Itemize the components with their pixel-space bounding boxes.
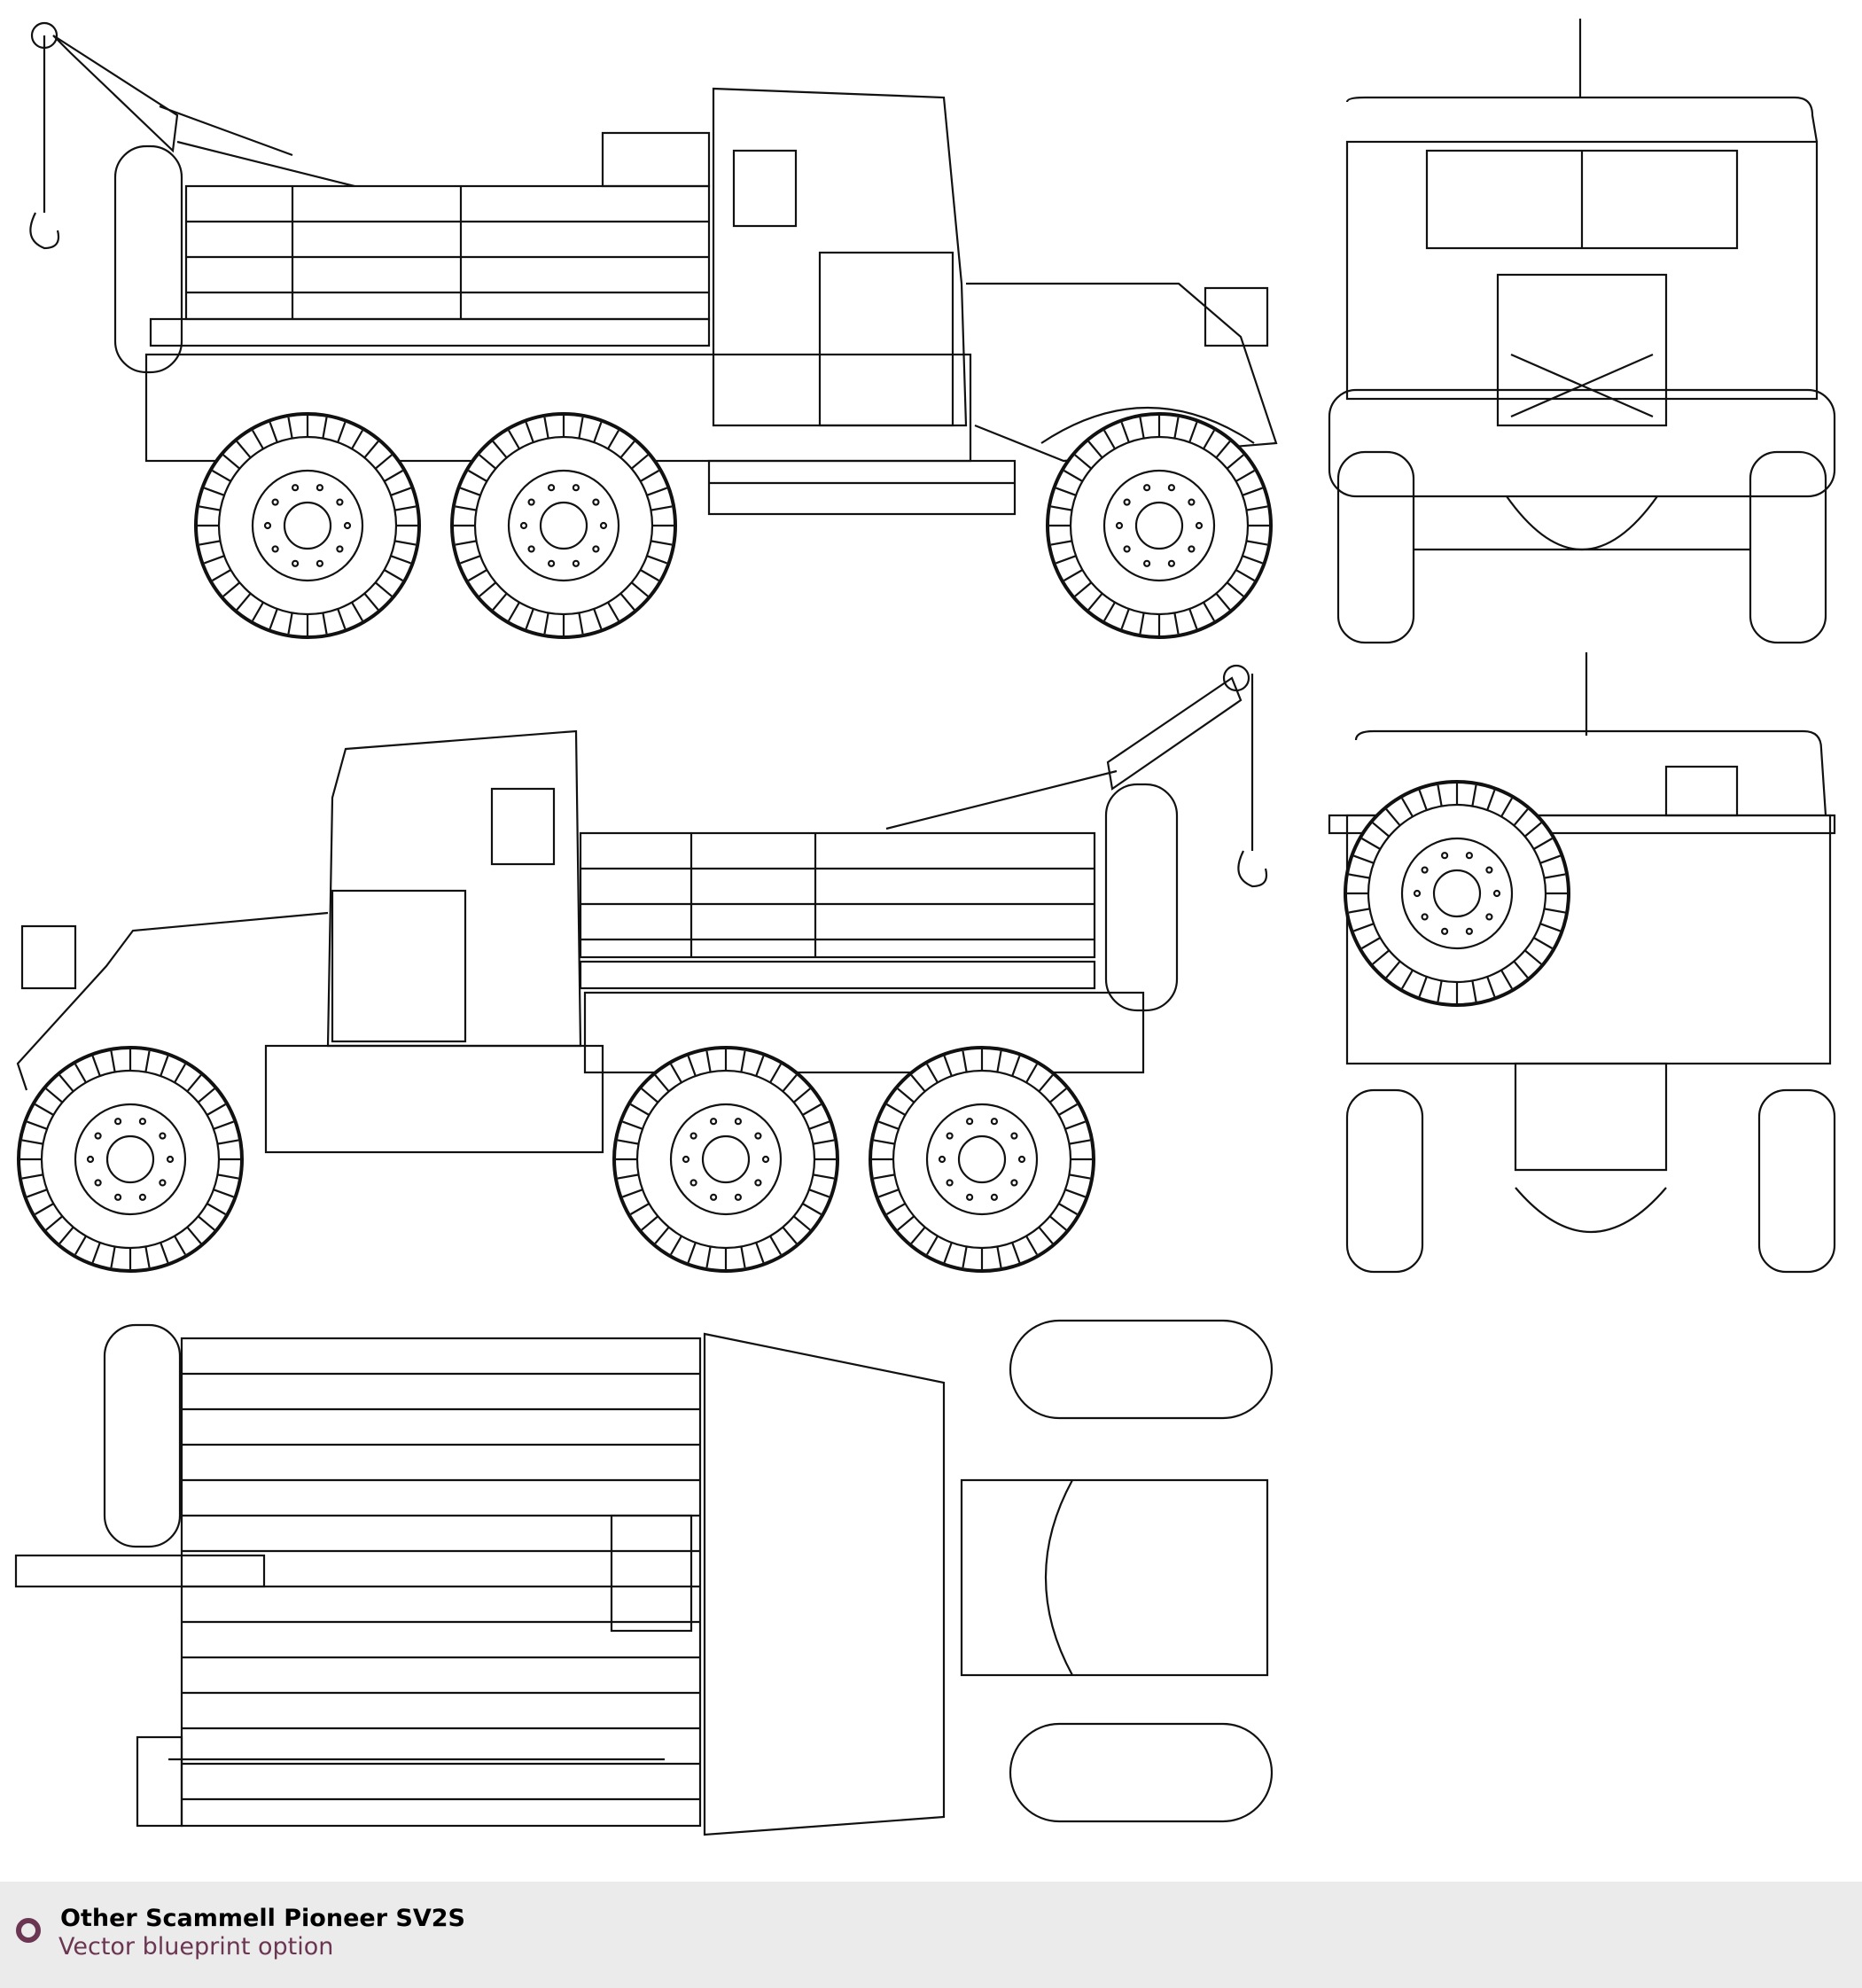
side-view-left	[29, 21, 1278, 516]
wheel	[17, 1046, 244, 1273]
wheel	[612, 1046, 839, 1273]
ring-icon	[16, 1918, 41, 1943]
wheel	[194, 412, 421, 639]
side-view-right	[16, 664, 1268, 1154]
top-view	[14, 1319, 1274, 1836]
rear-view	[1328, 652, 1836, 1274]
blueprint-drawing	[14, 19, 1836, 1836]
wheel	[869, 1046, 1095, 1273]
wheels	[17, 412, 1570, 1273]
front-view	[1328, 19, 1836, 644]
wheel	[450, 412, 677, 639]
blueprint-subtitle: Vector blueprint option	[58, 1933, 334, 1961]
wheel	[1344, 780, 1570, 1007]
caption-bar: Other Scammell Pioneer SV2S Vector bluep…	[0, 1882, 1862, 1988]
wheel	[1046, 412, 1273, 639]
blueprint-title: Other Scammell Pioneer SV2S	[60, 1905, 465, 1932]
